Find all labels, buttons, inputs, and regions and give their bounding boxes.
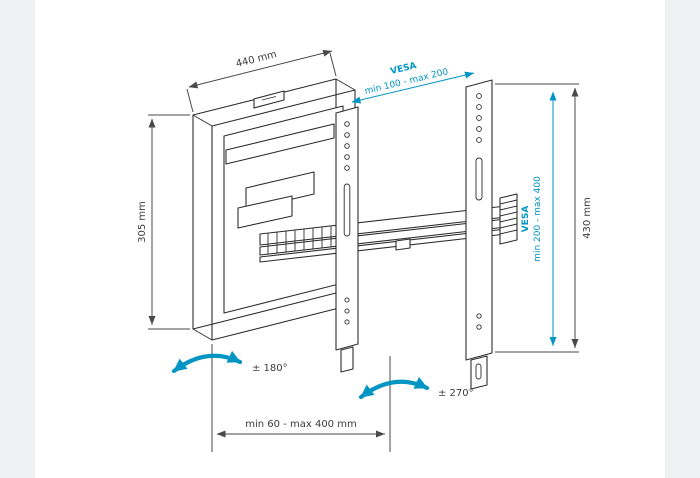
dimension-height-430: 430 mm <box>495 83 593 353</box>
arm-upper-bracket <box>225 123 335 229</box>
swivel-arrow-icon <box>171 350 243 374</box>
height-305-label: 305 mm <box>137 201 148 243</box>
width-440-label: 440 mm <box>235 49 278 70</box>
top-mounting-tab <box>253 90 285 109</box>
pivot-arrow-icon <box>358 376 430 400</box>
height-430-label: 430 mm <box>582 197 593 239</box>
vesa-rail-left <box>335 106 359 373</box>
swivel-angle-label: ± 180° <box>252 363 288 374</box>
pivot-angle-label: ± 270° <box>438 388 474 399</box>
vesa-dimension-top: VESA min 100 - max 200 <box>351 61 475 104</box>
pivot-rotation: ± 270° <box>358 376 474 400</box>
vesa-right-title-label: VESA <box>521 206 531 233</box>
arm-head-bracket <box>499 193 518 245</box>
arm-cable-clip <box>395 238 411 251</box>
vesa-rail-right <box>465 79 493 390</box>
vesa-right-range-label: min 200 - max 400 <box>533 176 543 262</box>
dimension-height-305: 305 mm <box>137 114 190 330</box>
vesa-dimension-right: min 200 - max 400 VESA <box>521 91 557 346</box>
wall-plate <box>192 78 356 341</box>
arm-track-ribs <box>267 226 332 254</box>
swivel-rotation: ± 180° <box>171 350 288 374</box>
extension-bottom-label: min 60 - max 400 mm <box>245 419 356 430</box>
